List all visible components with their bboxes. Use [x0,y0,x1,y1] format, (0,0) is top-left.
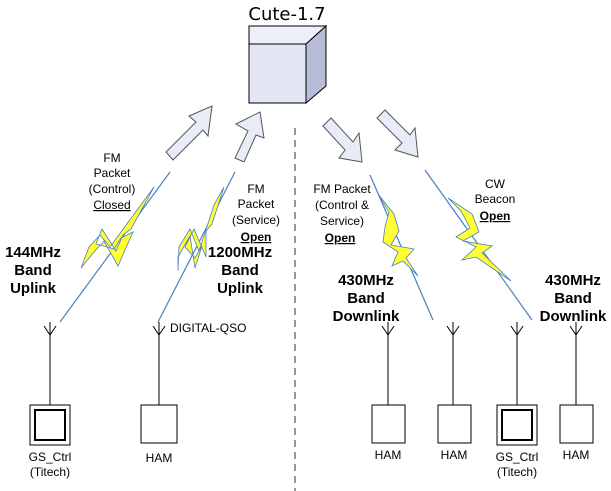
station-gs-ctrl-right-label-2: (Titech) [497,465,537,479]
lightning-1200-icon [177,186,225,272]
downlink-arrow-left-icon [322,117,363,163]
uplink-1200-band-line-3: Uplink [217,280,263,297]
downlink-430-left-band-line-3: Downlink [333,308,400,325]
station-ham-3 [559,404,594,444]
station-gs-ctrl-right [496,404,538,446]
uplink-144-band-line-1: 144MHz [5,244,61,261]
antenna-ham-2-icon [446,322,460,405]
station-gs-ctrl-left [29,404,71,446]
uplink-1200-line [157,171,236,323]
antenna-ham-1-icon [381,322,395,405]
downlink-430-left-packet-line-1: FM Packet [313,182,371,196]
antenna-ham-uplink-icon [152,322,166,405]
lightning-144-icon [80,186,155,269]
downlink-430-left-band-line-2: Band [347,290,385,307]
uplink-arrow-right-icon [234,111,265,163]
downlink-430-left-packet-line-2: (Control & [315,198,369,212]
downlink-arrow-right-icon [376,109,419,158]
downlink-430-right-packet-line-2: Beacon [475,192,516,206]
station-ham-1-label: HAM [375,448,402,462]
station-ham-2 [437,404,472,444]
uplink-1200-packet-line-1: FM [247,182,264,196]
uplink-1200-packet-line-2: Packet [238,197,275,211]
downlink-430-right-band-line-3: Downlink [540,308,607,325]
downlink-430-right-band-line-1: 430MHz [545,272,601,289]
uplink-144-band-line-2: Band [14,262,52,279]
satellite-cube-icon [248,24,328,105]
uplink-144-packet-line-1: FM [103,151,120,165]
station-gs-ctrl-right-label-1: GS_Ctrl [496,450,539,464]
lightning-430-right-icon [447,197,512,282]
antenna-ham-3-icon [569,322,583,405]
station-ham-2-label: HAM [441,448,468,462]
satellite-title: Cute-1.7 [248,4,325,25]
station-ham-3-label: HAM [563,448,590,462]
antenna-gs-left-icon [43,322,57,405]
lightning-430-left-icon [377,193,419,277]
downlink-430-left-band-line-1: 430MHz [338,272,394,289]
station-ham-uplink-label: HAM [146,451,173,465]
downlink-430-right-status: Open [480,209,511,223]
uplink-1200-band-line-1: 1200MHz [208,244,272,261]
uplink-1200-mode-label: DIGITAL-QSO [170,321,246,335]
uplink-1200-packet-line-3: (Service) [232,213,280,227]
downlink-430-left-status: Open [325,231,356,245]
station-ham-uplink [140,404,178,444]
station-gs-ctrl-left-label-2: (Titech) [30,465,70,479]
downlink-430-left-packet-line-3: Service) [320,214,364,228]
station-ham-1 [371,404,406,444]
uplink-144-packet-line-3: (Control) [89,182,136,196]
uplink-144-band-line-3: Uplink [10,280,56,297]
cube-front-face [248,43,307,104]
downlink-430-right-packet-line-1: CW [485,177,506,191]
uplink-1200-band-line-2: Band [221,262,259,279]
uplink-144-packet-line-2: Packet [94,166,131,180]
uplink-arrow-left-icon [165,105,213,161]
antenna-gs-right-icon [510,322,524,405]
uplink-1200-status: Open [241,230,272,244]
uplink-144-status: Closed [93,198,130,212]
station-gs-ctrl-left-label-1: GS_Ctrl [29,450,72,464]
downlink-430-right-band-line-2: Band [554,290,592,307]
